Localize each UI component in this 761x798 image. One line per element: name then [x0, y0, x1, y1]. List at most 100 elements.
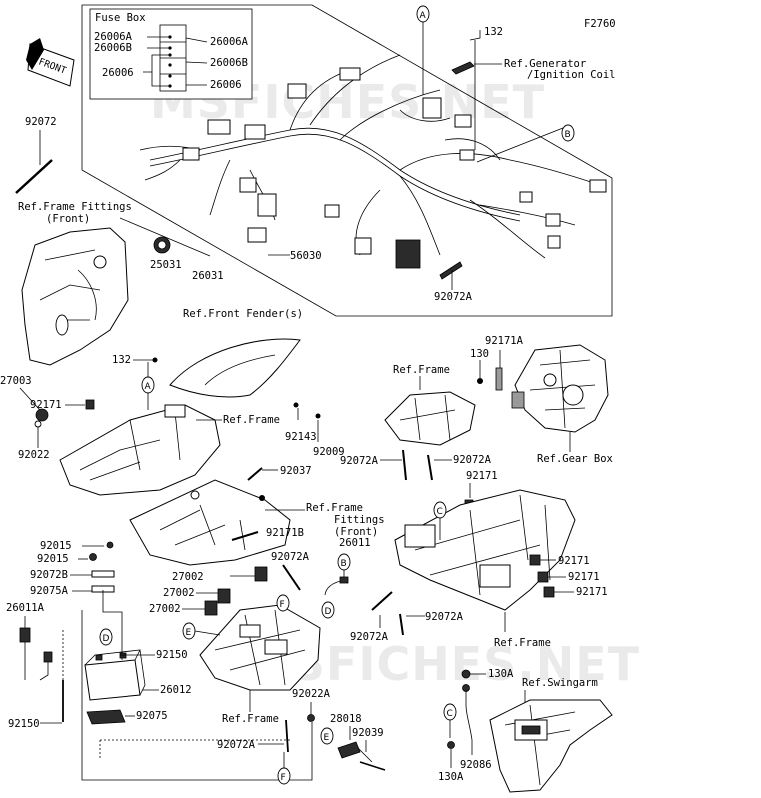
callout-132-mid: 132	[112, 354, 131, 366]
callout-92072A-bot: 92072A	[217, 739, 256, 751]
marker-c-top: C	[433, 501, 447, 540]
marker-d-mid: D	[321, 601, 335, 619]
marker-f-top: F	[276, 594, 290, 612]
marker-e-left-label: E	[186, 628, 192, 638]
callout-92171-r0: 92171	[466, 470, 498, 482]
callout-92171-r3: 92171	[576, 586, 608, 598]
callout-92009: 92009	[313, 446, 345, 458]
callout-92086: 92086	[460, 759, 492, 771]
relay-27002-c	[204, 600, 218, 616]
marker-a-top-label: A	[420, 11, 427, 21]
marker-f-bottom-label: F	[281, 773, 286, 783]
ref-frame-fittings-front: Ref.Frame Fittings	[18, 201, 132, 213]
marker-a-top: A	[416, 5, 430, 95]
marker-d-left-label: D	[103, 634, 110, 644]
marker-b-mid: B	[337, 553, 351, 571]
callout-92072A-r1: 92072A	[340, 455, 379, 467]
fuse-left-26006A: 26006A	[94, 31, 133, 43]
ref-frame-fittings-front-2: (Front)	[46, 213, 90, 225]
fuse-left-26006B: 26006B	[94, 42, 132, 54]
main-wiring-harness	[139, 54, 607, 269]
ref-frame-bottom: Ref.Frame	[222, 713, 279, 725]
tie-92037	[247, 467, 263, 481]
fuse-right-26006A: 26006A	[210, 36, 249, 48]
callout-92072B: 92072B	[30, 569, 68, 581]
relay-27002-a	[254, 566, 268, 582]
ref-frame-lower: Ref.Frame	[494, 637, 551, 649]
part-27003	[35, 408, 49, 422]
callout-92143: 92143	[285, 431, 317, 443]
callout-92171A: 92171A	[485, 335, 524, 347]
ref-gear-box: Ref.Gear Box	[537, 453, 613, 465]
callout-92072A-lower2: 92072A	[425, 611, 464, 623]
callout-92171-r1: 92171	[558, 555, 590, 567]
ref-frame-fittings-2: Ref.Frame	[306, 502, 363, 514]
marker-f-top-label: F	[280, 600, 285, 610]
callout-92072: 92072	[25, 116, 57, 128]
callout-92072A-r2: 92072A	[453, 454, 492, 466]
callout-92171-left: 92171	[30, 399, 62, 411]
sensor-28018	[337, 741, 361, 759]
marker-e-bottom-label: E	[324, 733, 330, 743]
relay-27002-b	[217, 588, 231, 604]
fuse-box-title: Fuse Box	[95, 12, 146, 24]
ref-frame-mid: Ref.Frame	[223, 414, 280, 426]
fuse-right-26006B: 26006B	[210, 57, 248, 69]
marker-f-bottom: F	[277, 767, 291, 785]
front-fender	[169, 338, 301, 398]
callout-25031: 25031	[150, 259, 182, 271]
callout-130A-b: 130A	[438, 771, 464, 783]
ref-frame-right: Ref.Frame	[393, 364, 450, 376]
callout-92039: 92039	[352, 727, 384, 739]
electrical-tray	[199, 604, 321, 691]
callout-92015-a: 92015	[40, 540, 72, 552]
callout-26011A: 26011A	[6, 602, 45, 614]
callout-28018: 28018	[330, 713, 362, 725]
fuse-box-inset: Fuse Box 26006A 26006B 26006 26006A 2600…	[89, 8, 253, 100]
marker-d-mid-label: D	[325, 607, 332, 617]
marker-c-bottom: C	[443, 703, 457, 738]
callout-92072A-top: 92072A	[434, 291, 473, 303]
callout-132-top: 132	[484, 26, 503, 38]
marker-c-bottom-label: C	[447, 709, 453, 719]
callout-92072A-mid: 92072A	[271, 551, 310, 563]
callout-27002-b: 27002	[163, 587, 195, 599]
gear-box	[514, 344, 609, 433]
front-arrow-icon: FRONT	[26, 38, 75, 87]
callout-92037: 92037	[280, 465, 312, 477]
marker-a-mid: A	[145, 382, 152, 392]
callout-27002-a: 27002	[172, 571, 204, 583]
tie-92072	[15, 159, 53, 194]
marker-e-bottom: E	[320, 727, 334, 745]
callout-130: 130	[470, 348, 489, 360]
marker-b-top-label: B	[565, 130, 571, 140]
callout-26011: 26011	[339, 537, 371, 549]
swingarm	[489, 699, 613, 793]
cable-92086	[465, 690, 473, 741]
callout-92075A: 92075A	[30, 585, 69, 597]
callout-27003: 27003	[0, 375, 32, 387]
callout-92015-b: 92015	[37, 553, 69, 565]
right-frame-bracket	[384, 391, 476, 446]
callout-92150-b: 92150	[8, 718, 40, 730]
callout-92022A: 92022A	[292, 688, 331, 700]
ref-generator: Ref.Generator	[504, 58, 586, 70]
callout-92022: 92022	[18, 449, 50, 461]
ref-ignition-coil: /Ignition Coil	[527, 69, 616, 81]
ref-frame-fittings-2c: (Front)	[334, 526, 378, 538]
front-cover-panel	[21, 227, 129, 366]
generator-connector	[451, 61, 475, 75]
harness-group-outline	[81, 4, 613, 317]
callout-27002-c: 27002	[149, 603, 181, 615]
pad-92075	[86, 709, 126, 725]
marker-c-top-label: C	[437, 507, 443, 517]
fuse-left-26006: 26006	[102, 67, 134, 79]
battery-26012	[84, 659, 141, 701]
marker-d-left: D	[99, 628, 113, 646]
ref-front-fenders: Ref.Front Fender(s)	[183, 308, 303, 320]
fuse-right-26006: 26006	[210, 79, 242, 91]
callout-92171B: 92171B	[266, 527, 304, 539]
ref-swingarm: Ref.Swingarm	[522, 677, 598, 689]
callout-26012: 26012	[160, 684, 192, 696]
